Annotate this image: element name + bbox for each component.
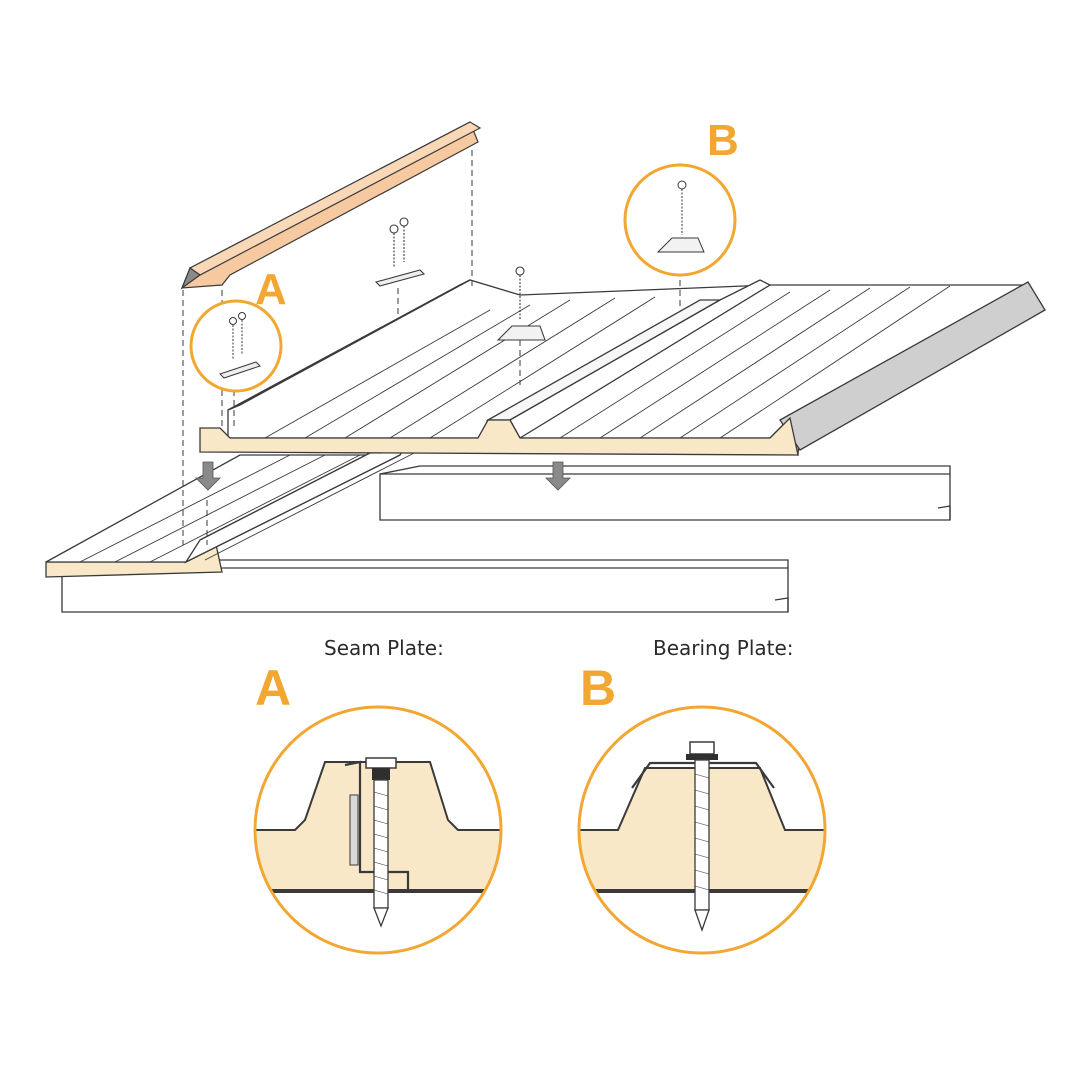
detail-b-bearing-section [577, 705, 827, 955]
screw-icon [515, 266, 525, 320]
screw-icon [399, 217, 409, 262]
detail-label-b: B [580, 660, 616, 716]
bearing-plate-assembly [496, 266, 546, 341]
bearing-plate-icon [496, 325, 546, 341]
bearing-plate-icon [656, 237, 705, 253]
callout-circle-a [189, 299, 283, 393]
screw-icon [229, 317, 237, 325]
ridge-cap [180, 121, 482, 290]
callout-label-a: A [255, 265, 287, 314]
screw-icon [238, 312, 246, 320]
screw-icon [389, 224, 399, 268]
detail-label-a: A [255, 660, 291, 716]
detail-a-seam-section [253, 705, 503, 955]
down-arrow-icon [545, 461, 571, 491]
seam-plate-caption: Seam Plate: [324, 636, 444, 660]
bearing-plate-caption: Bearing Plate: [653, 636, 794, 660]
callout-circle-b [623, 163, 737, 277]
purlin-lower [61, 559, 789, 613]
screw-icon [677, 180, 687, 190]
seam-plate-icon [219, 361, 261, 379]
lower-panel [45, 428, 431, 578]
seam-plate-icon [374, 269, 426, 287]
seam-plate-assembly-upper [374, 217, 426, 287]
callout-label-b: B [707, 116, 739, 165]
purlin-upper [379, 465, 951, 521]
down-arrow-icon [195, 461, 221, 491]
upper-panel [199, 279, 1046, 457]
